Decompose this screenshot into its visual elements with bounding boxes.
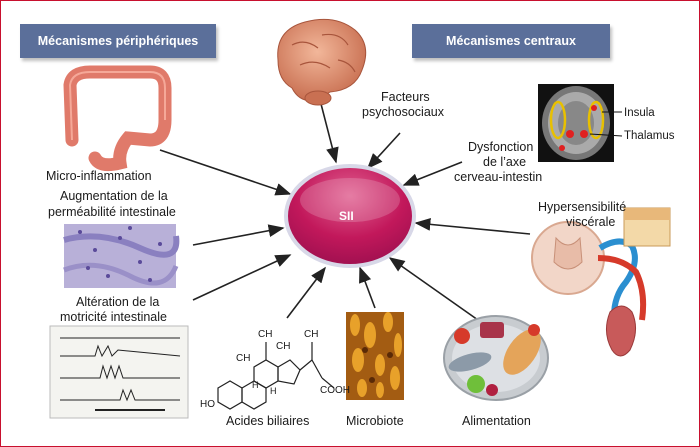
spinal-cord-image (531, 207, 671, 357)
colon-icon (63, 65, 172, 172)
brain-scan-image (538, 84, 623, 162)
arrow-bile-acids (286, 266, 326, 319)
chem-ho: HO (200, 399, 215, 410)
arrow-psycho (319, 99, 339, 164)
chem-ch: CH (236, 353, 251, 364)
microbiote-image (346, 312, 404, 400)
chem-ch3-b: CH (304, 329, 319, 340)
arrow-microbiote (359, 266, 376, 309)
arrow-psychosocial (366, 132, 401, 170)
label-alimentation: Alimentation (462, 414, 531, 428)
label-dysfunction-1: Dysfonction (468, 140, 534, 154)
label-psychosocial-2: psychosociaux (362, 105, 444, 119)
label-dysfunction-3: cerveau-intestin (454, 170, 543, 184)
arrow-motility (192, 254, 292, 301)
arrow-dysfunction (402, 161, 463, 186)
label-motility-2: motricité intestinale (60, 310, 167, 324)
label-insula: Insula (624, 107, 655, 119)
chem-cooh: COOH (320, 385, 350, 396)
label-hypersensitivity-1: Hypersensibilité (538, 200, 627, 214)
brain-icon (277, 18, 367, 106)
arrow-micro-inflammation (159, 149, 292, 196)
arrow-permeability (192, 224, 285, 246)
header-central: Mécanismes centraux (412, 24, 610, 58)
label-motility-1: Altération de la (76, 295, 160, 309)
label-thalamus: Thalamus (624, 130, 675, 142)
label-microbiote: Microbiote (346, 414, 404, 428)
bile-acid-structure (217, 342, 335, 410)
chem-h2: H (270, 386, 277, 396)
label-dysfunction-2: de l’axe (483, 155, 527, 169)
label-permeability-1: Augmentation de la (60, 189, 168, 203)
sii-ellipse (284, 164, 416, 268)
motility-tracing (49, 325, 189, 419)
chem-h1: H (252, 380, 259, 390)
chem-ch3-c: CH (276, 341, 291, 352)
header-peripheral: Mécanismes périphériques (20, 24, 216, 58)
histology-image (63, 224, 180, 288)
chem-ch3-a: CH (258, 329, 273, 340)
center-label: SII (339, 209, 354, 223)
label-micro-inflammation: Micro-inflammation (46, 169, 152, 183)
arrow-alimentation (388, 257, 479, 321)
label-psychosocial-1: Facteurs (381, 90, 430, 104)
arrow-hypersensitivity (414, 218, 531, 235)
label-hypersensitivity-2: viscérale (566, 215, 616, 229)
food-plate-image (443, 315, 549, 401)
label-bile-acids: Acides biliaires (226, 414, 310, 428)
label-permeability-2: perméabilité intestinale (48, 205, 176, 219)
